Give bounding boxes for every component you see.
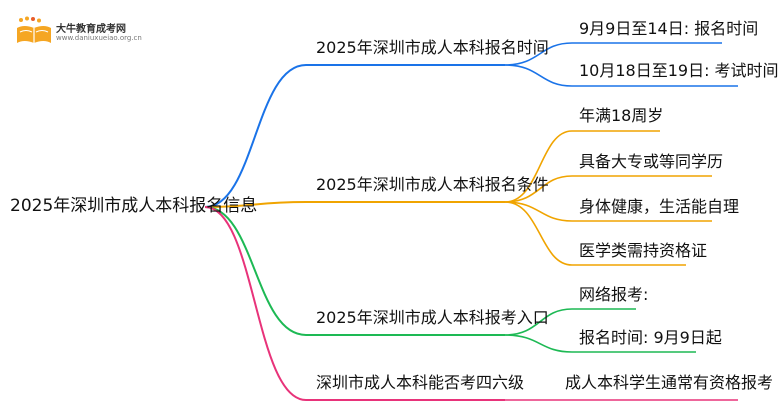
leaf-registration-time: 9月9日至14日: 报名时间 (579, 19, 759, 38)
leaf-medical-cert: 医学类需持资格证 (579, 241, 708, 260)
leaf-connector (504, 64, 738, 87)
mindmap-connectors (204, 42, 738, 401)
mindmap: 大牛教育成考网 www.daniuxueiao.org.cn 2025年深圳市成… (10, 14, 779, 401)
branch-connector (204, 206, 505, 336)
root-topic: 2025年深圳市成人本科报名信息 (10, 196, 258, 216)
leaf-exam-time: 10月18日至19日: 考试时间 (579, 61, 779, 80)
leaf-education: 具备大专或等同学历 (579, 152, 724, 171)
leaf-registration-start: 报名时间: 9月9日起 (579, 328, 722, 347)
branch-label-time: 2025年深圳市成人本科报名时间 (316, 38, 549, 57)
leaf-age: 年满18周岁 (579, 106, 664, 125)
book-logo-icon (17, 16, 51, 43)
branch-label-entry: 2025年深圳市成人本科报考入口 (316, 308, 549, 327)
leaf-online-registration: 网络报考: (579, 285, 649, 304)
logo-name: 大牛教育成考网 (56, 24, 126, 35)
leaf-connector (504, 130, 660, 203)
branch-label-cet: 深圳市成人本科能否考四六级 (316, 373, 525, 392)
logo-url: www.daniuxueiao.org.cn (56, 34, 142, 42)
leaf-connector (504, 201, 712, 222)
leaf-connector (504, 308, 636, 336)
leaf-connector (504, 334, 696, 353)
branch-connector (204, 206, 505, 401)
leaf-connector (504, 175, 712, 203)
branch-connector (204, 64, 505, 208)
leaf-health: 身体健康，生活能自理 (579, 197, 740, 216)
brand-logo: 大牛教育成考网 www.daniuxueiao.org.cn (14, 14, 164, 48)
branch-label-conditions: 2025年深圳市成人本科报名条件 (316, 175, 549, 194)
leaf-connector (504, 42, 722, 66)
leaf-connector (504, 201, 686, 266)
branch-connector (204, 201, 505, 208)
leaf-cet-eligibility: 成人本科学生通常有资格报考 (565, 373, 774, 392)
